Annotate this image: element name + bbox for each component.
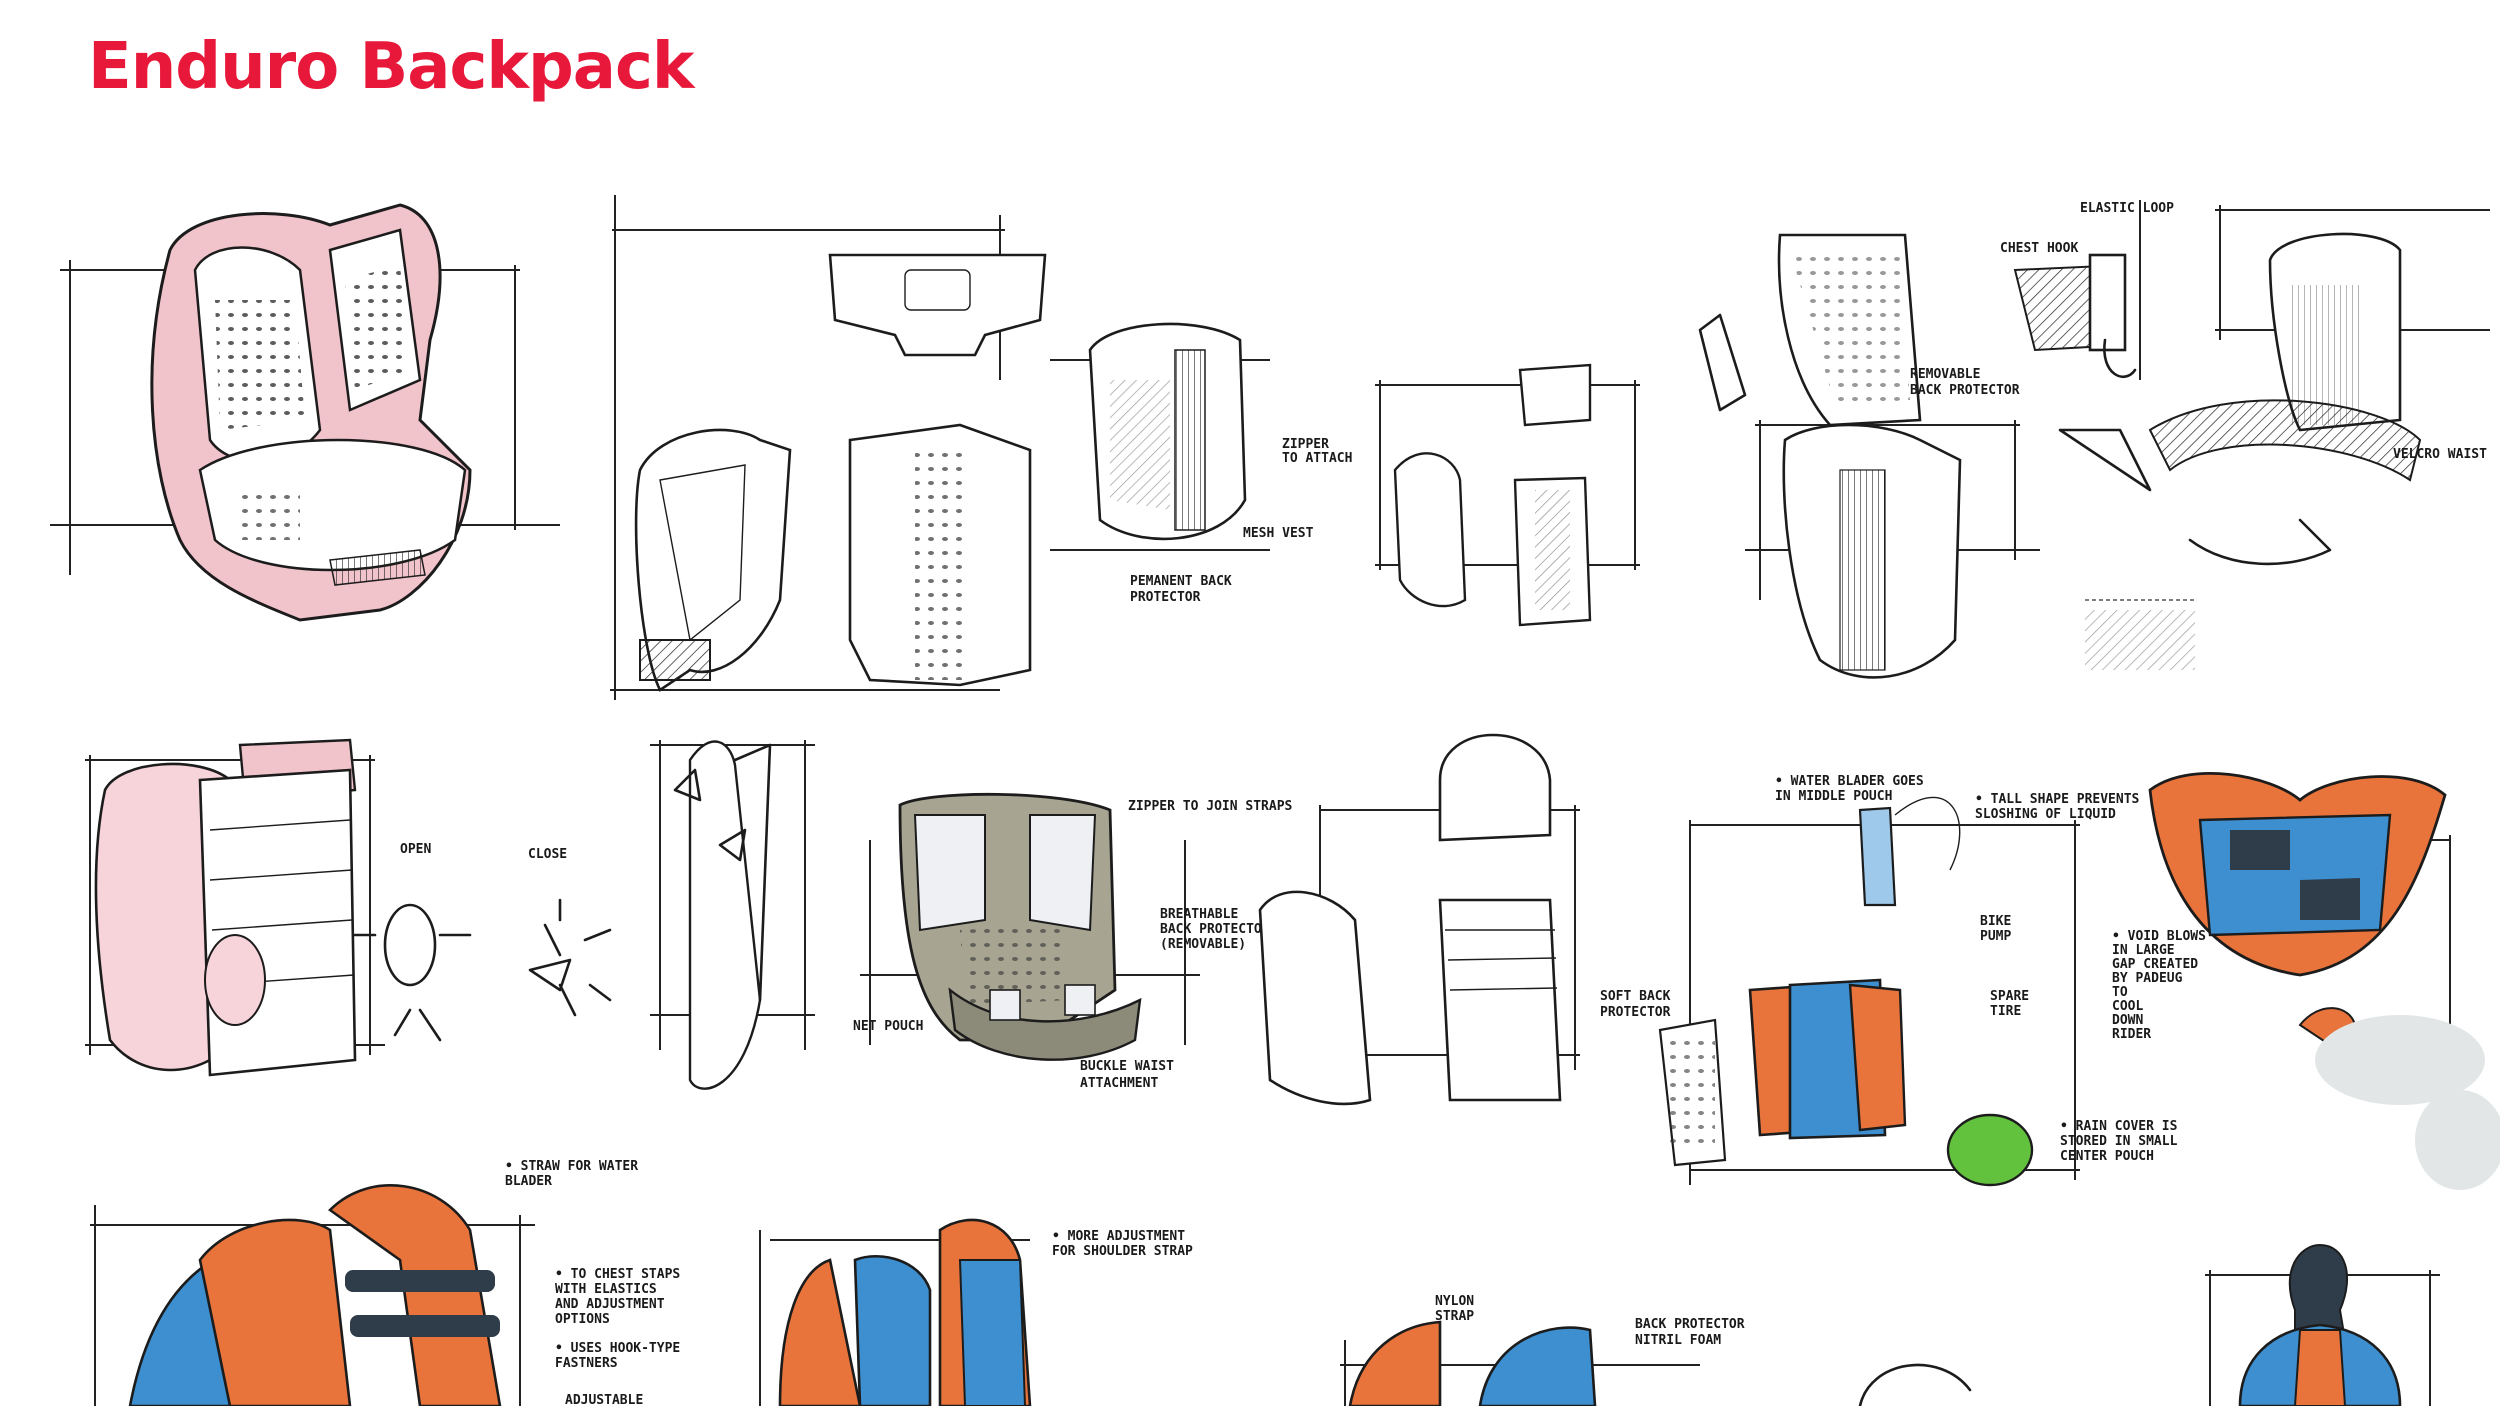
open-label: OPEN: [400, 842, 431, 857]
mesh-vest-label: MESH VEST: [1243, 526, 1314, 541]
mannequin-sketch: [2205, 1243, 2440, 1406]
page-title: Enduro Backpack: [88, 30, 694, 104]
elastic-loop-label: ELASTIC LOOP: [2080, 201, 2174, 216]
chest-hook-sketch: CHEST HOOK ELASTIC LOOP: [2000, 200, 2174, 380]
chest-hook-label: CHEST HOOK: [2000, 241, 2078, 256]
velcro-waist-label: VELCRO WAIST: [2393, 447, 2487, 462]
zipper-to-join-straps-label: ZIPPER TO JOIN STRAPS: [1128, 799, 1293, 814]
close-label: CLOSE: [528, 847, 567, 862]
velcro-waist-sketch: VELCRO WAIST: [2058, 205, 2490, 670]
pink-vest-sketch: [50, 203, 560, 622]
pink-side-sketch: [85, 738, 385, 1077]
adjustable-label: ADJUSTABLE: [565, 1393, 643, 1406]
open-close-sketch: OPEN CLOSE: [353, 842, 612, 1042]
net-pouch-label: NET POUCH: [853, 1019, 923, 1034]
folding-panel-sketch: [650, 740, 815, 1090]
small-pieces-sketch: [1375, 363, 1640, 627]
